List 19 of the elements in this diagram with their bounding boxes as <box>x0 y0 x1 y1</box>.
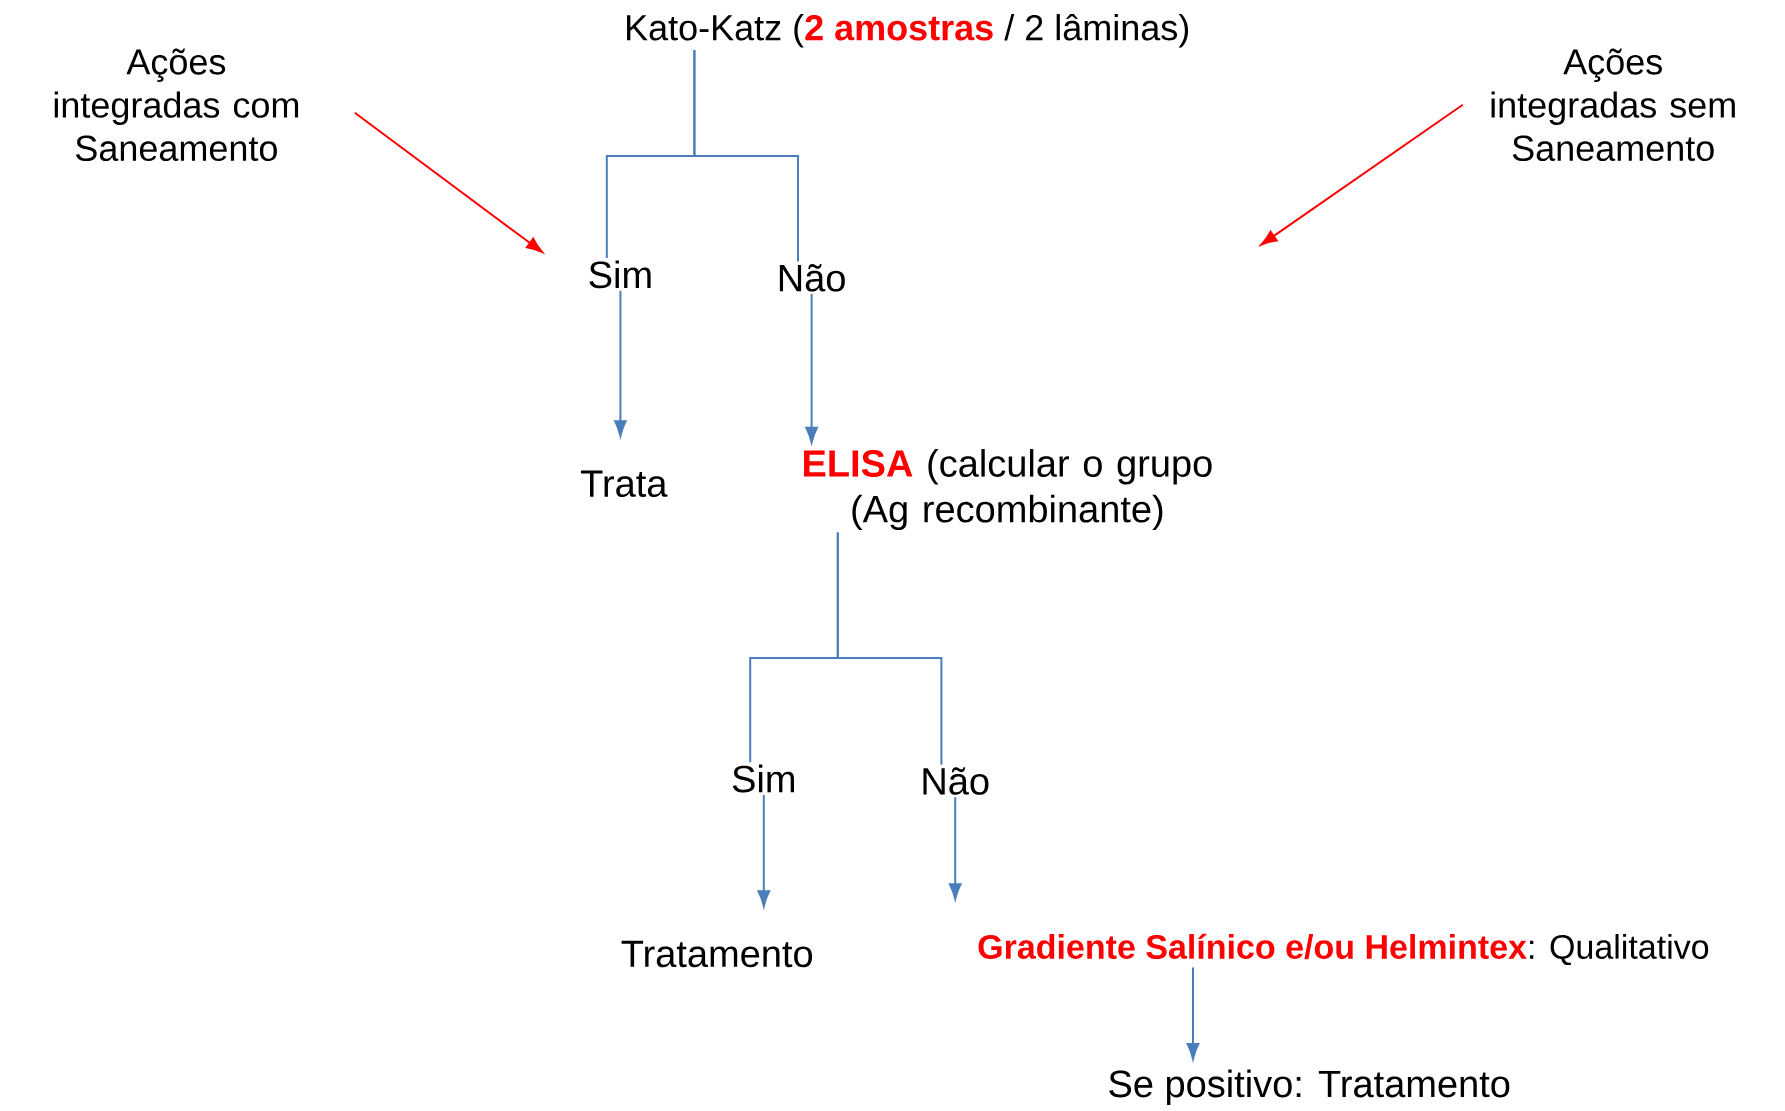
text-label: Ações integradas com Saneamento <box>54 48 299 162</box>
text-label: Sim <box>732 764 794 793</box>
text-label: Kato-Katz (2 amostras / 2 lâminas) <box>627 13 1189 48</box>
arrow <box>805 293 818 444</box>
text-label: Tratamento <box>621 940 813 968</box>
text-label: Ações integradas sem Saneamento <box>1491 48 1735 162</box>
text-label: Se positivo: Tratamento <box>1109 1069 1510 1105</box>
arrow <box>353 111 543 253</box>
arrow <box>948 796 962 900</box>
connector-line <box>836 531 943 766</box>
arrow <box>1260 103 1464 246</box>
arrow <box>1186 966 1200 1060</box>
text-label: Sim <box>589 260 651 289</box>
text-label: ELISA (calcular o grupo (Ag recombinante) <box>804 449 1212 531</box>
text-label: Trata <box>581 470 668 498</box>
text-label: Não <box>923 767 989 795</box>
text-label: Não <box>779 263 845 292</box>
connector-line <box>693 49 799 263</box>
text-label: Gradiente Salínico e/ou Helmintex: Qualitativo <box>978 933 1709 966</box>
